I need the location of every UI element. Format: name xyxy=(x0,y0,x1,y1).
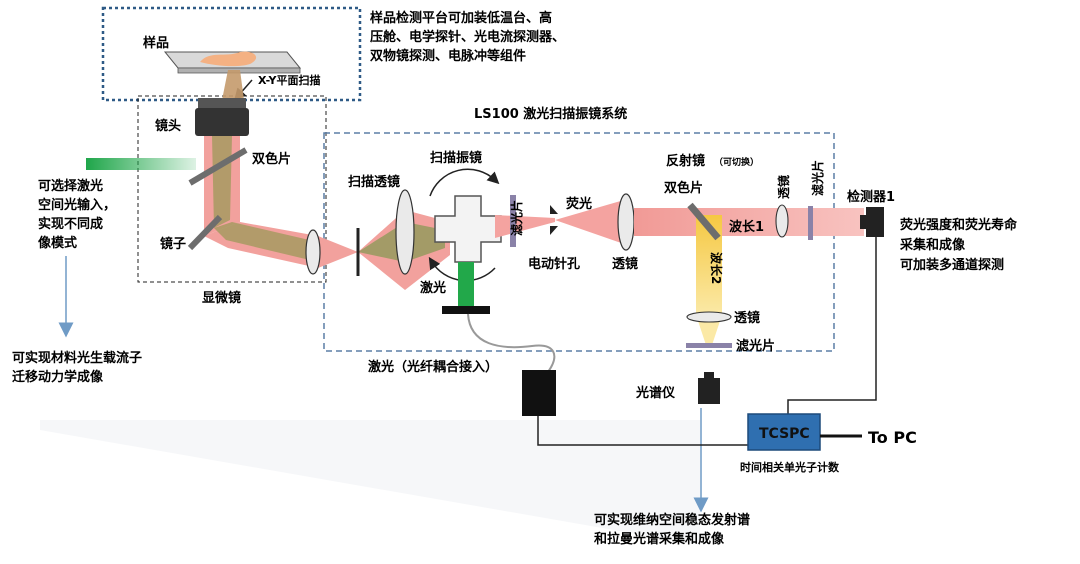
galvo-scanner xyxy=(434,195,502,263)
background-shading xyxy=(40,420,700,545)
filter-1 xyxy=(510,195,516,247)
wire-detector-tcspc xyxy=(787,237,877,414)
spectrometer-port xyxy=(704,372,714,380)
filter-1-label: 滤光片 xyxy=(509,200,524,236)
tcspc-box xyxy=(747,413,821,451)
ls100-title: LS100 激光扫描振镜系统 xyxy=(474,106,627,122)
beam-horizontal-green xyxy=(214,222,318,262)
beam-collimated xyxy=(634,208,864,236)
pinhole-label: 电动针孔 xyxy=(528,256,580,272)
dichroic-mirror xyxy=(188,147,248,186)
beam-scan-expand-green xyxy=(358,222,405,262)
objective-label: 镜头 xyxy=(155,118,181,134)
tcspc-label: TCSPC xyxy=(759,426,810,442)
dichroic-2-label: 双色片 xyxy=(664,180,703,196)
pinhole-top xyxy=(550,205,558,214)
fiber-cable xyxy=(467,313,556,373)
scan-lens-label: 扫描透镜 xyxy=(348,174,400,190)
beam-to-focus xyxy=(318,236,358,268)
dichroic-2 xyxy=(687,202,721,241)
beam-after-pinhole xyxy=(555,200,624,244)
microscope-label: 显微镜 xyxy=(202,290,241,306)
sample-note-line-2: 压舱、电学探针、光电流探测器、 xyxy=(370,29,565,45)
scan-lens xyxy=(395,189,415,275)
detector-1-port xyxy=(860,215,868,229)
objective-top xyxy=(198,98,246,108)
mirror xyxy=(187,214,223,251)
lens-wavelength-1 xyxy=(775,204,789,238)
filter-wavelength-1-label: 滤光片 xyxy=(810,160,825,196)
galvo-label: 扫描振镜 xyxy=(430,150,482,166)
input-laser-beam xyxy=(86,158,196,170)
lens-wavelength-2 xyxy=(686,311,732,323)
objective-body xyxy=(195,108,249,136)
spectrometer-label: 光谱仪 xyxy=(635,385,676,401)
switchable-label: （可切换） xyxy=(714,156,759,168)
pinhole-bottom xyxy=(550,226,558,235)
input-note-line-1: 可选择激光 xyxy=(38,178,103,194)
detector-note-line-1: 荧光强度和荧光寿命 xyxy=(900,217,1018,233)
filter-wavelength-2-label: 滤光片 xyxy=(736,338,775,354)
collimating-lens xyxy=(617,193,635,251)
wavelength-2-label: 波长2 xyxy=(709,252,724,284)
laser-label: 激光 xyxy=(420,280,446,296)
fluorescence-label: 荧光 xyxy=(566,196,592,212)
tcspc-sub-label: 时间相关单光子计数 xyxy=(740,460,840,474)
relay-lens xyxy=(305,229,321,275)
carrier-note-line-1: 可实现材料光生载流子 xyxy=(12,350,142,366)
detector-1-label: 检测器1 xyxy=(847,189,895,205)
beam-wavelength-2-focus xyxy=(696,315,722,345)
sample-label: 样品 xyxy=(143,35,169,51)
dichroic-label: 双色片 xyxy=(252,151,291,167)
laser-beam-vertical xyxy=(458,262,474,308)
wire-laser-tcspc xyxy=(537,416,748,446)
sample-specimen xyxy=(200,51,257,67)
detector-note-line-2: 采集和成像 xyxy=(899,237,966,253)
galvo-rotation-arrow-top xyxy=(429,168,500,197)
spectrometer-body xyxy=(698,378,720,404)
spectrometer-note-line-1: 可实现维纳空间稳态发射谱 xyxy=(594,512,750,528)
lens-label: 透镜 xyxy=(612,256,638,272)
mirror-label: 镜子 xyxy=(160,236,186,252)
wavelength-1-label: 波长1 xyxy=(729,219,764,235)
detector-note-line-3: 可加装多通道探测 xyxy=(900,257,1004,273)
detector-1-body xyxy=(866,207,884,237)
filter-wavelength-2 xyxy=(686,343,732,348)
beam-to-pinhole xyxy=(495,215,555,238)
carrier-note-line-2: 迁移动力学成像 xyxy=(12,369,104,385)
sample-note-line-3: 双物镜探测、电脉冲等组件 xyxy=(370,48,526,64)
sample-note-line-1: 样品检测平台可加装低温台、高 xyxy=(370,10,552,26)
fiber-laser-label: 激光（光纤耦合接入） xyxy=(368,359,498,375)
beam-sample xyxy=(222,70,244,100)
spectrometer-note-line-2: 和拉曼光谱采集和成像 xyxy=(594,531,725,547)
to-pc-label: To PC xyxy=(868,428,917,447)
input-note-line-3: 实现不同成 xyxy=(38,216,103,232)
ls100-box xyxy=(323,132,835,352)
reflector-label: 反射镜 xyxy=(666,153,705,169)
xy-scan-label: X-Y平面扫描 xyxy=(258,73,321,87)
lens-wavelength-2-label: 透镜 xyxy=(734,310,760,326)
fiber-laser-source xyxy=(522,370,556,416)
input-note-line-4: 像模式 xyxy=(38,235,77,251)
filter-wavelength-1 xyxy=(808,206,813,240)
laser-coupler xyxy=(442,306,490,314)
input-note-line-2: 空间光输入， xyxy=(38,197,116,213)
lens-wavelength-1-label: 透镜 xyxy=(776,175,791,199)
beam-vertical-green xyxy=(212,136,232,228)
sample-platform-box xyxy=(101,6,362,102)
